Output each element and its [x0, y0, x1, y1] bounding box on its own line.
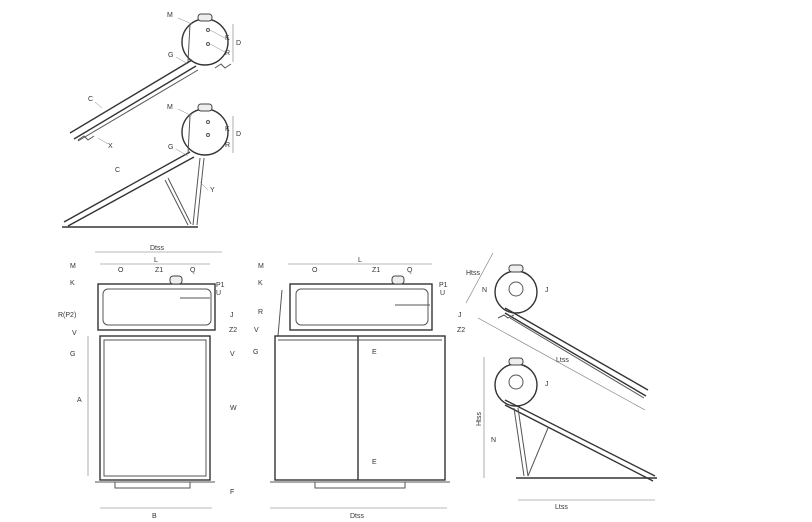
label-v: V	[72, 330, 77, 337]
label-w: W	[230, 405, 237, 412]
label-e: E	[372, 349, 377, 356]
label-e: E	[372, 459, 377, 466]
label-r-p2: R(P2)	[58, 312, 76, 319]
label-a: A	[77, 397, 82, 404]
side-view-right-roof: Htss N J Ltss	[465, 252, 649, 411]
label-k: K	[70, 280, 75, 287]
label-g: G	[168, 144, 173, 151]
label-r: R	[225, 50, 230, 57]
side-view-roof-mount: M K D G R C X	[69, 12, 241, 150]
label-n: N	[482, 287, 487, 294]
label-m: M	[258, 263, 264, 270]
label-dtss: Dtss	[350, 513, 365, 520]
label-c: C	[88, 96, 93, 103]
label-c: C	[115, 167, 120, 174]
label-z2: Z2	[229, 327, 237, 334]
label-y: Y	[210, 187, 215, 194]
label-n: N	[491, 437, 496, 444]
side-view-flat-mount: M K D G R C Y	[62, 103, 241, 228]
label-j: J	[458, 312, 462, 319]
label-v: V	[230, 351, 235, 358]
label-j: J	[545, 287, 549, 294]
label-p1: P1	[439, 282, 448, 289]
label-q: Q	[407, 267, 413, 274]
label-o: O	[312, 267, 318, 274]
label-p1: P1	[216, 282, 225, 289]
label-z1: Z1	[372, 267, 380, 274]
label-g: G	[168, 52, 173, 59]
label-m: M	[167, 104, 173, 111]
label-r: R	[258, 309, 263, 316]
label-htss: Htss	[476, 412, 483, 427]
label-o: O	[118, 267, 124, 274]
side-view-right-flat: Htss N J Ltss	[476, 357, 657, 511]
label-l: L	[358, 257, 362, 264]
label-k: K	[258, 280, 263, 287]
label-v: V	[254, 327, 259, 334]
label-g: G	[253, 349, 258, 356]
label-k: K	[225, 126, 230, 133]
label-f: F	[230, 489, 234, 496]
label-ltss: Ltss	[555, 504, 568, 511]
label-u: U	[216, 290, 221, 297]
label-g: G	[70, 351, 75, 358]
label-x: X	[108, 143, 113, 150]
label-z1: Z1	[155, 267, 163, 274]
label-j: J	[545, 381, 549, 388]
label-l: L	[154, 257, 158, 264]
front-view-double-collector: L M K O Z1 Q P1 U R V J Z2 G E E Dtss	[253, 257, 465, 520]
front-view-single-collector: Dtss L M K O Z1 Q P1 U R(P2) J V Z2 G V …	[58, 245, 237, 520]
label-u: U	[440, 290, 445, 297]
label-r: R	[225, 142, 230, 149]
label-d: D	[236, 131, 241, 138]
label-b: B	[152, 513, 157, 520]
label-htss: Htss	[466, 270, 481, 277]
label-m: M	[167, 12, 173, 19]
label-z2: Z2	[457, 327, 465, 334]
label-dtss: Dtss	[150, 245, 165, 252]
label-q: Q	[190, 267, 196, 274]
label-ltss: Ltss	[556, 357, 569, 364]
label-j: J	[230, 312, 234, 319]
label-m: M	[70, 263, 76, 270]
label-k: K	[225, 35, 230, 42]
label-d: D	[236, 40, 241, 47]
